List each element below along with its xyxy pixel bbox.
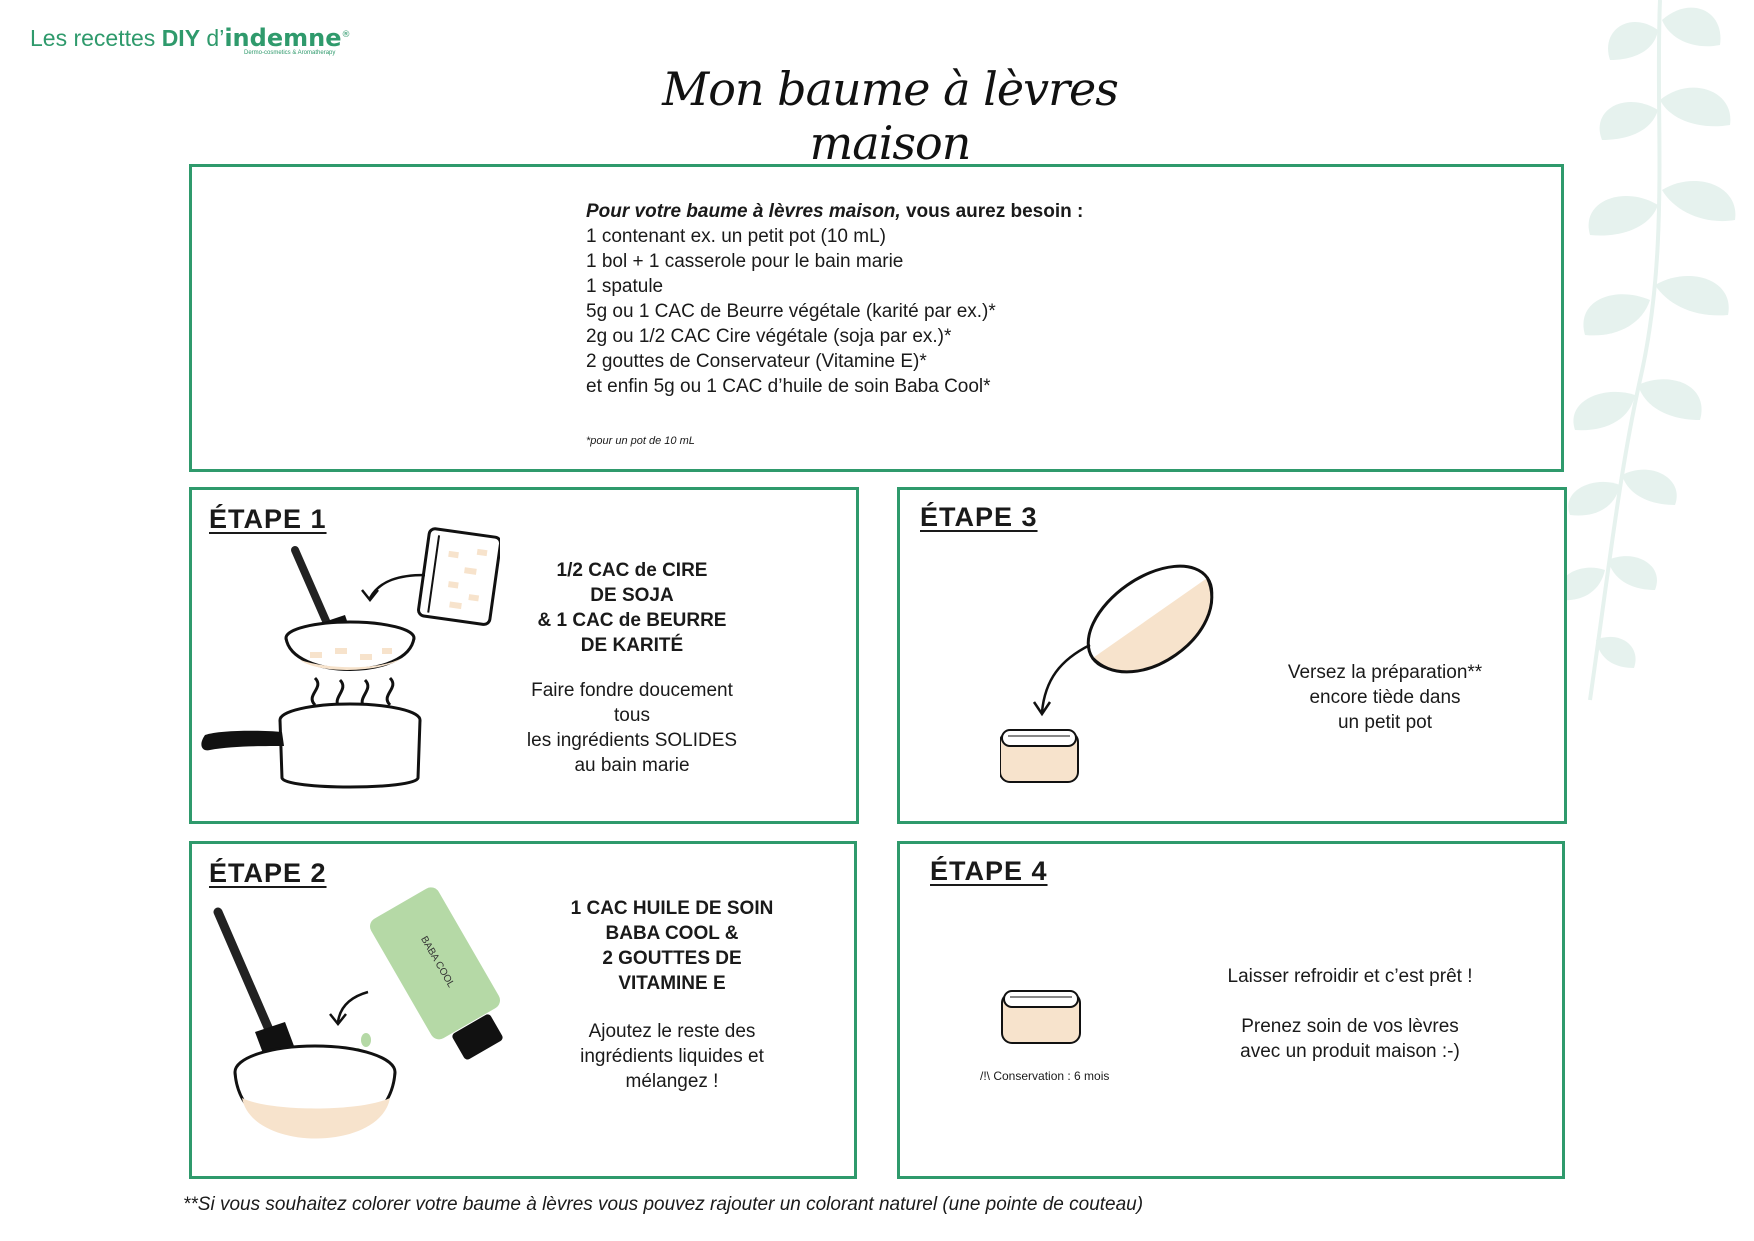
step-1-bold-line: DE KARITÉ — [580, 635, 684, 656]
step-2-text-line: mélangez ! — [625, 1071, 719, 1092]
jar-icon — [1000, 729, 1079, 783]
pot-icon — [201, 702, 422, 789]
step-2-instructions: Ajoutez le reste des ingrédients liquide… — [557, 1019, 787, 1094]
step-2-bold-line: 1 CAC HUILE DE SOIN — [570, 898, 774, 919]
ingredient-item: 5g ou 1 CAC de Beurre végétale (karité p… — [586, 301, 996, 322]
arrow-icon — [336, 990, 369, 1023]
ingredient-item: et enfin 5g ou 1 CAC d’huile de soin Bab… — [586, 376, 991, 397]
conservation-note: /!\ Conservation : 6 mois — [980, 1069, 1110, 1083]
step-4-text-line — [1200, 989, 1500, 1014]
jar-icon — [1001, 990, 1081, 1044]
ingredient-item: 1 contenant ex. un petit pot (10 mL) — [586, 226, 886, 247]
ingredients-intro-rest: vous aurez besoin : — [900, 201, 1084, 222]
step-4-text-line: Prenez soin de vos lèvres — [1241, 1016, 1459, 1037]
ingredients-box: Pour votre baume à lèvres maison, vous a… — [189, 164, 1564, 472]
bowl-icon — [1086, 564, 1214, 674]
brand-logo: indemne® — [224, 24, 350, 52]
brand-tagline: Dermo-cosmetics & Aromatherapy — [244, 50, 336, 56]
step-1-title: ÉTAPE 1 — [209, 504, 327, 534]
pour-illustration — [1000, 564, 1214, 783]
step-2-text-line: Ajoutez le reste des — [588, 1021, 756, 1042]
step-4-text-line: Laisser refroidir et c’est prêt ! — [1227, 966, 1473, 987]
ingredients-list: Pour votre baume à lèvres maison, vous a… — [586, 199, 1083, 399]
step-3-text-line: Versez la préparation** — [1287, 662, 1483, 683]
mix-illustration: BABA COOL — [213, 885, 503, 1139]
bowl-icon — [233, 1044, 397, 1139]
bowl-icon — [284, 620, 416, 671]
arrow-icon — [368, 573, 426, 599]
brand-prefix: Les recettes — [30, 25, 162, 51]
bain-marie-illustration — [201, 527, 500, 789]
bottle-icon: BABA COOL — [368, 885, 503, 1060]
step-4-instructions: Laisser refroidir et c’est prêt ! Prenez… — [1200, 964, 1500, 1064]
step-4-text-line: avec un produit maison :-) — [1240, 1041, 1460, 1062]
step-2-text-line: ingrédients liquides et — [580, 1046, 764, 1067]
step-1-instructions: Faire fondre doucement tous les ingrédie… — [512, 678, 752, 778]
step-1-ingredients: 1/2 CAC de CIRE DE SOJA & 1 CAC de BEURR… — [532, 558, 732, 658]
step-1-bold-line: DE SOJA — [590, 585, 674, 606]
page-title: Mon baume à lèvres maison — [662, 62, 1119, 170]
brand-header: Les recettes DIY d’indemne® Dermo-cosmet… — [30, 24, 350, 56]
footnote: **Si vous souhaitez colorer votre baume … — [183, 1194, 1144, 1215]
step-3-box: ÉTAPE 3 Versez la préparation** encore t… — [897, 487, 1567, 824]
step-2-bold-line: BABA COOL & — [605, 923, 739, 944]
brand-mid: d’ — [200, 25, 225, 51]
step-1-box: ÉTAPE 1 1/2 C — [189, 487, 859, 824]
step-2-title: ÉTAPE 2 — [209, 858, 327, 888]
step-4-box: ÉTAPE 4 /!\ Conservation : 6 mois Laisse… — [897, 841, 1565, 1179]
step-2-box: ÉTAPE 2 BABA COOL 1 CAC HUILE DE SOIN BA… — [189, 841, 857, 1179]
step-3-instructions: Versez la préparation** encore tiède dan… — [1275, 660, 1495, 735]
step-3-text-line: encore tiède dans — [1309, 687, 1461, 708]
step-3-text-line: un petit pot — [1337, 712, 1433, 733]
ingredient-item: 1 spatule — [586, 276, 664, 297]
step-1-text-line: au bain marie — [574, 755, 690, 776]
step-1-bold-line: & 1 CAC de BEURRE — [537, 610, 727, 631]
step-1-text-line: Faire fondre doucement tous — [531, 680, 733, 726]
brand-logo-text: indemne — [224, 24, 342, 52]
step-1-text-line: les ingrédients SOLIDES — [526, 730, 738, 751]
step-2-bold-line: VITAMINE E — [618, 973, 726, 994]
step-1-bold-line: 1/2 CAC de CIRE — [556, 560, 708, 581]
brand-diy: DIY — [161, 25, 201, 51]
ingredients-intro: Pour votre baume à lèvres maison, vous a… — [586, 199, 1083, 224]
step-3-title: ÉTAPE 3 — [920, 502, 1038, 532]
step-4-title: ÉTAPE 4 — [930, 856, 1048, 886]
step-2-bold-line: 2 GOUTTES DE — [602, 948, 742, 969]
ingredient-item: 2 gouttes de Conservateur (Vitamine E)* — [586, 351, 927, 372]
ingredients-intro-italic: Pour votre baume à lèvres maison, — [586, 201, 901, 222]
ingredient-item: 1 bol + 1 casserole pour le bain marie — [586, 251, 904, 272]
bag-icon — [417, 527, 500, 626]
ingredients-note: *pour un pot de 10 mL — [586, 435, 695, 447]
arrow-icon — [1040, 643, 1091, 713]
leaf-vine-icon — [1558, 0, 1736, 701]
ingredient-item: 2g ou 1/2 CAC Cire végétale (soja par ex… — [586, 326, 952, 347]
brand-reg: ® — [341, 30, 351, 40]
step-2-ingredients: 1 CAC HUILE DE SOIN BABA COOL & 2 GOUTTE… — [552, 896, 792, 996]
